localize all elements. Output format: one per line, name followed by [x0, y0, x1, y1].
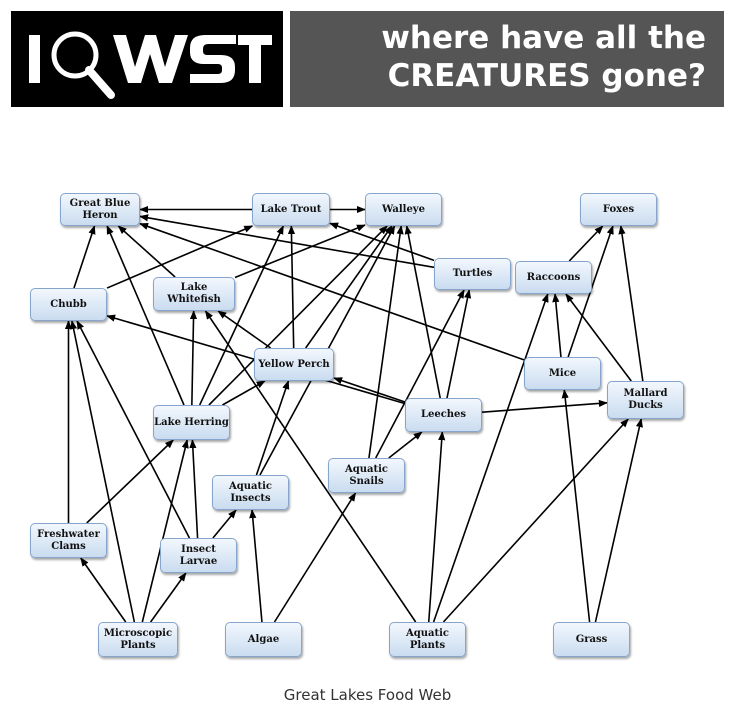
arrow-turtles-to-trout — [329, 222, 435, 262]
arrow-mice-to-raccoons — [552, 293, 562, 358]
node-lake-herring: Lake Herring — [153, 405, 230, 440]
arrow-algae-to-insects — [249, 509, 263, 623]
arrow-larvae-to-herring — [189, 439, 199, 539]
arrow-microplants-to-herring — [141, 439, 189, 623]
arrow-herring-to-heron — [106, 225, 185, 406]
arrow-herring-to-perch — [222, 380, 266, 406]
arrow-aqplants-to-raccoons — [432, 293, 549, 623]
figure-caption: Great Lakes Food Web — [283, 686, 452, 704]
arrow-chubb-to-heron — [73, 225, 96, 289]
arrow-perch-to-trout — [287, 225, 296, 349]
arrow-algae-to-snails — [273, 492, 357, 623]
iqwst-logo-panel — [11, 11, 283, 107]
header-title-line-1: where have all the — [381, 20, 706, 56]
arrow-leeches-to-perch — [333, 377, 406, 403]
node-yellow-perch: Yellow Perch — [254, 348, 334, 381]
node-raccoons: Raccoons — [515, 261, 592, 294]
arrow-aqplants-to-whitefish — [204, 310, 417, 623]
node-aquatic-plants: Aquatic Plants — [389, 622, 466, 657]
arrow-herring-to-trout — [198, 225, 285, 406]
arrow-microplants-to-larvae — [149, 572, 187, 623]
node-turtles: Turtles — [434, 258, 511, 290]
node-freshwater-clams: Freshwater Clams — [30, 523, 107, 558]
node-leeches: Leeches — [405, 398, 482, 432]
arrow-mallard-to-foxes — [618, 225, 644, 382]
arrow-aqplants-to-mallard — [442, 418, 629, 623]
arrow-grass-to-mallard — [594, 418, 643, 623]
node-algae: Algae — [225, 622, 302, 657]
arrow-grass-to-mice — [561, 389, 591, 623]
arrow-larvae-to-insects — [212, 509, 237, 539]
arrow-perch-to-whitefish — [217, 310, 272, 349]
arrow-leeches-to-mallard — [481, 399, 608, 413]
node-mallard-ducks: Mallard Ducks — [607, 381, 684, 419]
node-chubb: Chubb — [30, 288, 107, 321]
arrow-chubb-to-trout — [106, 225, 254, 289]
arrow-snails-to-walleye — [368, 225, 404, 459]
node-mice: Mice — [524, 357, 601, 390]
node-aquatic-snails: Aquatic Snails — [328, 458, 405, 493]
node-grass: Grass — [553, 622, 630, 657]
node-lake-whitefish: Lake Whitefish — [153, 277, 235, 311]
arrow-turtles-to-heron — [139, 214, 435, 269]
arrow-insects-to-perch — [255, 380, 290, 476]
node-insect-larvae: Insect Larvae — [160, 538, 237, 573]
arrow-herring-to-walleye — [208, 225, 388, 406]
arrow-larvae-to-chubb — [76, 320, 191, 539]
node-walleye: Walleye — [365, 193, 442, 226]
arrow-leeches-to-turtles — [446, 289, 472, 399]
header-title: where have all the CREATURES gone? — [290, 11, 724, 107]
node-lake-trout: Lake Trout — [252, 193, 330, 226]
arrow-microplants-to-clams — [80, 557, 127, 623]
node-foxes: Foxes — [580, 193, 657, 226]
arrow-whitefish-to-walleye — [234, 224, 366, 279]
node-microscopic-plants: Microscopic Plants — [98, 622, 178, 657]
arrow-leeches-to-walleye — [404, 225, 441, 399]
arrow-raccoons-to-foxes — [568, 225, 604, 262]
arrow-herring-to-whitefish — [189, 310, 198, 406]
arrow-perch-to-walleye — [305, 225, 393, 349]
node-aquatic-insects: Aquatic Insects — [212, 475, 289, 510]
arrow-snails-to-leeches — [388, 431, 423, 459]
arrow-microplants-to-chubb — [70, 320, 136, 623]
iqwst-logo — [29, 31, 272, 99]
arrow-mallard-to-raccoons — [565, 293, 632, 382]
arrow-snails-to-turtles — [374, 289, 465, 459]
arrow-whitefish-to-heron — [117, 225, 176, 278]
header-title-line-2: CREATURES gone? — [387, 58, 706, 94]
arrow-clams-to-herring — [86, 439, 174, 524]
node-great-blue-heron: Great Blue Heron — [60, 193, 140, 226]
arrow-aqplants-to-leeches — [427, 431, 446, 623]
